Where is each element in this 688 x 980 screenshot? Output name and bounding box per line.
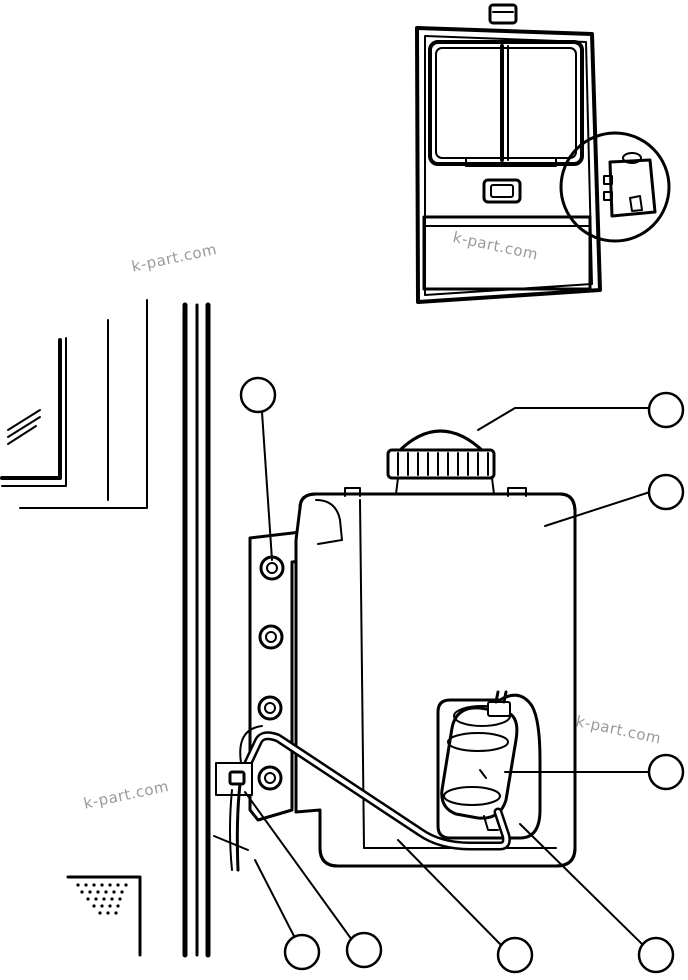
- callouts: [239, 376, 685, 974]
- mounting-bracket: [248, 528, 320, 822]
- leader-lines: [244, 407, 651, 945]
- callout-8: [637, 936, 675, 974]
- callout-1: [239, 376, 277, 414]
- cab-wall: [0, 299, 148, 509]
- callout-2: [647, 391, 685, 429]
- wiring-harness: [213, 782, 249, 872]
- hose-clip: [215, 762, 253, 796]
- bracket-bolt: [257, 765, 283, 791]
- bracket-bolt: [258, 624, 284, 650]
- callout-3: [647, 473, 685, 511]
- callout-6: [345, 931, 383, 969]
- bracket-bolt: [257, 695, 283, 721]
- grille: [66, 875, 142, 957]
- callout-7: [496, 936, 534, 974]
- door-inset: [415, 3, 671, 304]
- washer-pump: [440, 690, 519, 831]
- callout-4: [647, 753, 685, 791]
- filler-cap: [386, 429, 496, 480]
- door-pillar: [182, 302, 211, 958]
- callout-5: [283, 933, 321, 971]
